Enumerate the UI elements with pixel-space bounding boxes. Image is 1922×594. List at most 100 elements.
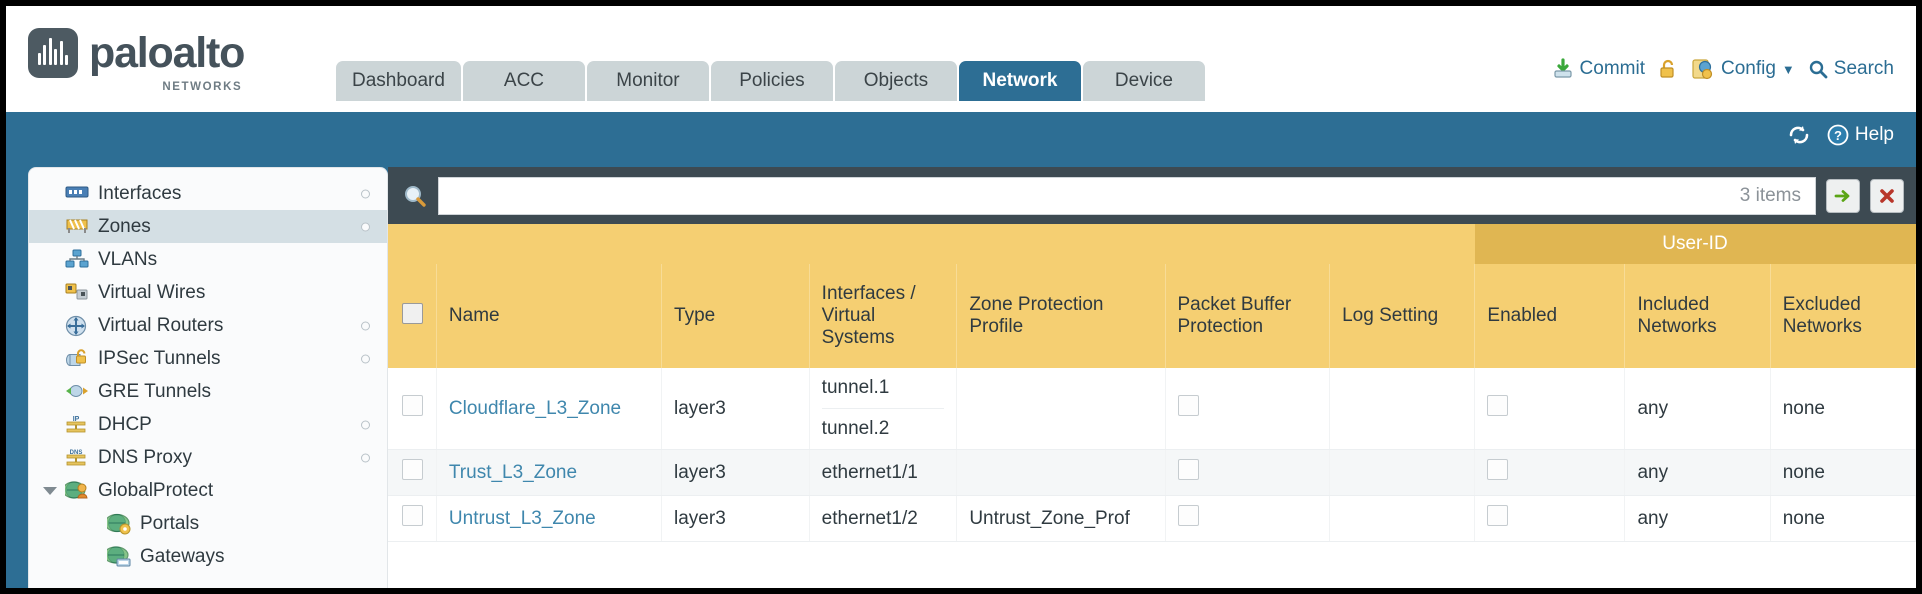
config-menu[interactable]: Config ▼ bbox=[1691, 58, 1795, 80]
cell-excluded-networks: none bbox=[1770, 449, 1916, 496]
table-row[interactable]: Untrust_L3_Zone layer3 ethernet1/2 Untrust_… bbox=[388, 495, 1916, 542]
globalprotect-icon bbox=[62, 480, 89, 502]
tab-label: Objects bbox=[863, 70, 929, 91]
row-select-checkbox[interactable] bbox=[402, 459, 423, 480]
zones-main-panel: 3 items bbox=[388, 167, 1916, 588]
column-header-label: Type bbox=[674, 305, 716, 326]
dns-proxy-icon: DNS bbox=[65, 447, 89, 469]
search-button[interactable]: Search bbox=[1808, 58, 1894, 80]
column-header-excluded-networks[interactable]: Excluded Networks bbox=[1770, 264, 1916, 368]
sidebar-item-globalprotect[interactable]: GlobalProtect bbox=[29, 474, 387, 507]
select-all-checkbox[interactable] bbox=[402, 302, 423, 324]
zone-name-link[interactable]: Untrust_L3_Zone bbox=[448, 507, 596, 529]
svg-text:IP: IP bbox=[73, 416, 80, 423]
column-header-label: Name bbox=[448, 305, 500, 326]
tab-label: Dashboard bbox=[352, 70, 445, 91]
tab-policies[interactable]: Policies bbox=[710, 61, 833, 101]
sidebar-item-status-dot bbox=[361, 222, 370, 231]
sidebar-item-zones[interactable]: Zones bbox=[29, 210, 387, 243]
row-select-checkbox[interactable] bbox=[402, 395, 423, 416]
sidebar-item-status-dot bbox=[361, 420, 370, 429]
packet-buffer-protection-checkbox[interactable] bbox=[1177, 505, 1199, 526]
interface-entry: tunnel.1 bbox=[821, 377, 890, 398]
sidebar-item-label: Gateways bbox=[140, 545, 225, 567]
column-header-interfaces-virtual-systems[interactable]: Interfaces / Virtual Systems bbox=[809, 264, 958, 368]
packet-buffer-protection-checkbox[interactable] bbox=[1177, 395, 1199, 416]
lock-button[interactable] bbox=[1658, 58, 1678, 80]
cell-included-networks: any bbox=[1624, 368, 1771, 450]
refresh-icon bbox=[1787, 124, 1811, 146]
zone-name-link[interactable]: Trust_L3_Zone bbox=[448, 461, 578, 483]
tab-device[interactable]: Device bbox=[1082, 61, 1205, 101]
search-input[interactable]: 3 items bbox=[438, 176, 1816, 215]
cell-type: layer3 bbox=[661, 495, 810, 542]
tab-dashboard[interactable]: Dashboard bbox=[336, 61, 461, 101]
column-header-type[interactable]: Type bbox=[661, 264, 810, 368]
sidebar-item-virtual-routers[interactable]: Virtual Routers bbox=[29, 309, 387, 342]
sidebar-item-vlans[interactable]: VLANs bbox=[29, 243, 387, 276]
cell-interfaces: ethernet1/2 bbox=[809, 495, 958, 542]
cell-packet-buffer-protection bbox=[1165, 495, 1331, 542]
cell-packet-buffer-protection bbox=[1165, 449, 1331, 496]
sidebar-item-virtual-wires[interactable]: Virtual Wires bbox=[29, 276, 387, 309]
clear-filter-button[interactable] bbox=[1870, 178, 1904, 213]
cell-zone-protection-profile: Untrust_Zone_Prof bbox=[956, 495, 1166, 542]
tab-monitor[interactable]: Monitor bbox=[586, 61, 709, 101]
column-header-enabled[interactable]: Enabled bbox=[1474, 264, 1626, 368]
secondary-blue-bar: ? Help bbox=[6, 112, 1916, 167]
apply-filter-button[interactable] bbox=[1826, 178, 1860, 213]
chevron-down-icon[interactable] bbox=[43, 486, 57, 495]
chevron-down-icon: ▼ bbox=[1781, 61, 1795, 77]
refresh-button[interactable] bbox=[1787, 124, 1811, 146]
interface-entry: ethernet1/2 bbox=[821, 507, 918, 529]
sidebar-item-portals[interactable]: Portals bbox=[29, 507, 387, 540]
column-header-included-networks[interactable]: Included Networks bbox=[1624, 264, 1771, 368]
help-button[interactable]: ? Help bbox=[1827, 124, 1894, 146]
userid-enabled-checkbox[interactable] bbox=[1487, 459, 1509, 480]
cell-excluded-networks: none bbox=[1770, 368, 1916, 450]
sidebar-item-status-dot bbox=[361, 354, 370, 363]
zone-name-link[interactable]: Cloudflare_L3_Zone bbox=[448, 397, 622, 419]
zones-icon bbox=[65, 216, 89, 238]
row-select-checkbox[interactable] bbox=[402, 505, 423, 526]
userid-enabled-checkbox[interactable] bbox=[1487, 505, 1509, 526]
cell-name: Untrust_L3_Zone bbox=[436, 495, 663, 542]
red-x-icon bbox=[1877, 186, 1897, 206]
column-header-log-setting[interactable]: Log Setting bbox=[1329, 264, 1476, 368]
cell-type: layer3 bbox=[661, 449, 810, 496]
blue-bar-actions: ? Help bbox=[1787, 124, 1894, 146]
gre-tunnels-icon bbox=[65, 381, 89, 403]
dhcp-icon: IP bbox=[65, 414, 89, 436]
sidebar-item-gateways[interactable]: Gateways bbox=[29, 540, 387, 573]
cell-name: Cloudflare_L3_Zone bbox=[436, 368, 663, 450]
column-header-packet-buffer-protection[interactable]: Packet Buffer Protection bbox=[1165, 264, 1331, 368]
sidebar-item-ipsec-tunnels[interactable]: IPSec Tunnels bbox=[29, 342, 387, 375]
sidebar-item-gre-tunnels[interactable]: GRE Tunnels bbox=[29, 375, 387, 408]
userid-enabled-checkbox[interactable] bbox=[1487, 395, 1509, 416]
tab-network[interactable]: Network bbox=[958, 61, 1081, 101]
tab-objects[interactable]: Objects bbox=[834, 61, 957, 101]
magnifier-icon[interactable] bbox=[402, 183, 428, 209]
help-icon: ? bbox=[1827, 124, 1849, 146]
search-icon bbox=[1808, 59, 1828, 79]
sidebar-item-label: Portals bbox=[140, 512, 200, 534]
sidebar-item-status-dot bbox=[361, 321, 370, 330]
column-header-name[interactable]: Name bbox=[436, 264, 663, 368]
packet-buffer-protection-checkbox[interactable] bbox=[1177, 459, 1199, 480]
tab-acc[interactable]: ACC bbox=[462, 61, 585, 101]
sidebar-item-label: GlobalProtect bbox=[98, 479, 214, 501]
sidebar-item-interfaces[interactable]: Interfaces bbox=[29, 177, 387, 210]
brand-logo[interactable]: paloalto NETWORKS bbox=[28, 28, 245, 93]
sidebar-item-label: Zones bbox=[98, 215, 151, 237]
commit-button[interactable]: Commit bbox=[1552, 58, 1645, 80]
column-header-zone-protection-profile[interactable]: Zone Protection Profile bbox=[956, 264, 1166, 368]
top-action-bar: Commit Config bbox=[1552, 58, 1894, 80]
cell-zone-protection-profile bbox=[956, 449, 1166, 496]
